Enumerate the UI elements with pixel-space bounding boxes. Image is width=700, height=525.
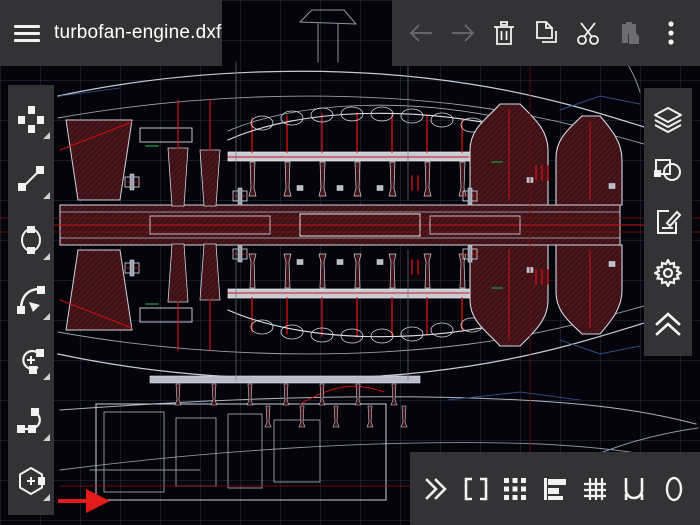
- dot-grid-icon: [504, 477, 527, 500]
- scissors-icon: [576, 22, 599, 45]
- selection-brackets-icon: [464, 477, 487, 500]
- magnet-icon: [625, 477, 644, 500]
- cut-button[interactable]: [571, 13, 605, 53]
- redo-button[interactable]: [446, 13, 480, 53]
- chevron-double-right-icon: [425, 477, 447, 500]
- arrow-right-icon: [451, 24, 474, 42]
- hamburger-menu-icon[interactable]: [0, 0, 54, 66]
- polyline-icon: [17, 407, 41, 433]
- polygon-icon: [19, 466, 45, 496]
- hamburger-bar-3: [14, 38, 40, 42]
- copy-icon: [536, 21, 557, 43]
- zero-ellipse-icon: [665, 476, 683, 501]
- gear-icon: [654, 259, 682, 287]
- expand-button[interactable]: [420, 471, 452, 507]
- selection-button[interactable]: [460, 471, 492, 507]
- document-title: turbofan-engine.dxf: [54, 22, 222, 43]
- annotate-button[interactable]: [648, 202, 688, 242]
- line-icon: [18, 166, 44, 192]
- submenu-indicator: [43, 132, 50, 139]
- submenu-indicator: [43, 312, 50, 320]
- submenu-indicator: [43, 493, 50, 501]
- ellipse-zero-button[interactable]: [658, 471, 690, 507]
- snap-shape-button[interactable]: [648, 151, 688, 191]
- right-tool-palette: [644, 88, 692, 356]
- title-bar: turbofan-engine.dxf: [0, 0, 222, 66]
- tool-point[interactable]: [11, 95, 51, 143]
- edit-pencil-icon: [657, 210, 682, 234]
- layers-icon: [654, 107, 682, 133]
- tool-arc-center[interactable]: [11, 336, 51, 384]
- settings-button[interactable]: [648, 253, 688, 293]
- tool-arc[interactable]: [11, 276, 51, 324]
- tool-polyline[interactable]: [11, 397, 51, 445]
- left-tool-palette: [8, 85, 54, 515]
- overflow-menu-button[interactable]: [654, 13, 688, 53]
- collapse-button[interactable]: [648, 304, 688, 344]
- tool-line[interactable]: [11, 155, 51, 203]
- undo-button[interactable]: [404, 13, 438, 53]
- trash-icon: [494, 21, 515, 45]
- tool-ellipse[interactable]: [11, 216, 51, 264]
- point-nodes-icon: [18, 106, 44, 133]
- layers-button[interactable]: [648, 100, 688, 140]
- red-pointer-arrow-icon: [58, 489, 110, 513]
- kebab-menu-icon: [668, 21, 674, 45]
- submenu-indicator: [43, 373, 50, 381]
- align-button[interactable]: [539, 471, 571, 507]
- grid-hash-icon: [583, 477, 606, 500]
- hamburger-bar-1: [14, 24, 40, 28]
- clipboard-paste-icon: [622, 22, 640, 44]
- grid-button[interactable]: [579, 471, 611, 507]
- hamburger-bar-2: [14, 31, 40, 35]
- shape-snap-icon: [654, 159, 681, 181]
- arc-arrow-icon: [17, 285, 45, 314]
- top-toolbar: [392, 0, 700, 66]
- bottom-toolbar: [410, 452, 700, 525]
- submenu-indicator: [43, 192, 50, 200]
- copy-button[interactable]: [529, 13, 563, 53]
- submenu-indicator: [43, 252, 50, 260]
- align-left-icon: [543, 477, 566, 500]
- chevron-double-up-icon: [655, 312, 681, 336]
- dot-grid-button[interactable]: [499, 471, 531, 507]
- tool-polygon[interactable]: [11, 457, 51, 505]
- paste-button[interactable]: [612, 13, 646, 53]
- submenu-indicator: [43, 433, 50, 441]
- ellipse-icon: [21, 225, 41, 254]
- delete-button[interactable]: [487, 13, 521, 53]
- arc-center-icon: [22, 349, 44, 375]
- arrow-left-icon: [409, 24, 432, 42]
- magnet-snap-button[interactable]: [618, 471, 650, 507]
